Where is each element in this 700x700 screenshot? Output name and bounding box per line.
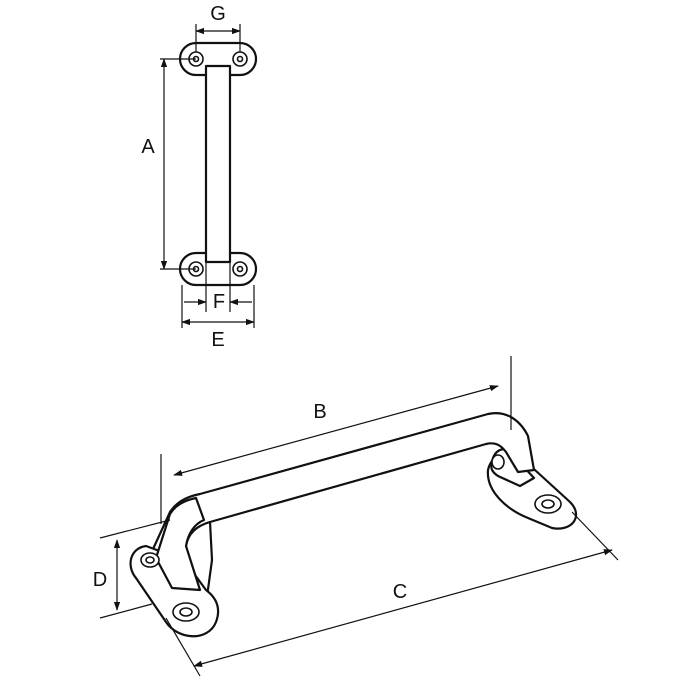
dimension-f: F (184, 262, 252, 313)
dimension-c: C (165, 511, 619, 677)
label-e: E (211, 329, 224, 351)
label-b: B (313, 401, 326, 423)
label-d: D (93, 569, 107, 591)
dimension-a: A (141, 58, 196, 270)
dimension-g: G (195, 3, 241, 52)
iso-view-handle (129, 412, 578, 638)
label-f: F (213, 291, 225, 313)
dimension-b: B (160, 356, 512, 524)
label-c: C (393, 581, 407, 603)
label-g: G (210, 3, 226, 25)
label-a: A (141, 136, 155, 158)
dimension-d: D (93, 519, 171, 619)
top-view-handle (178, 41, 258, 287)
dimension-e: E (181, 285, 255, 351)
